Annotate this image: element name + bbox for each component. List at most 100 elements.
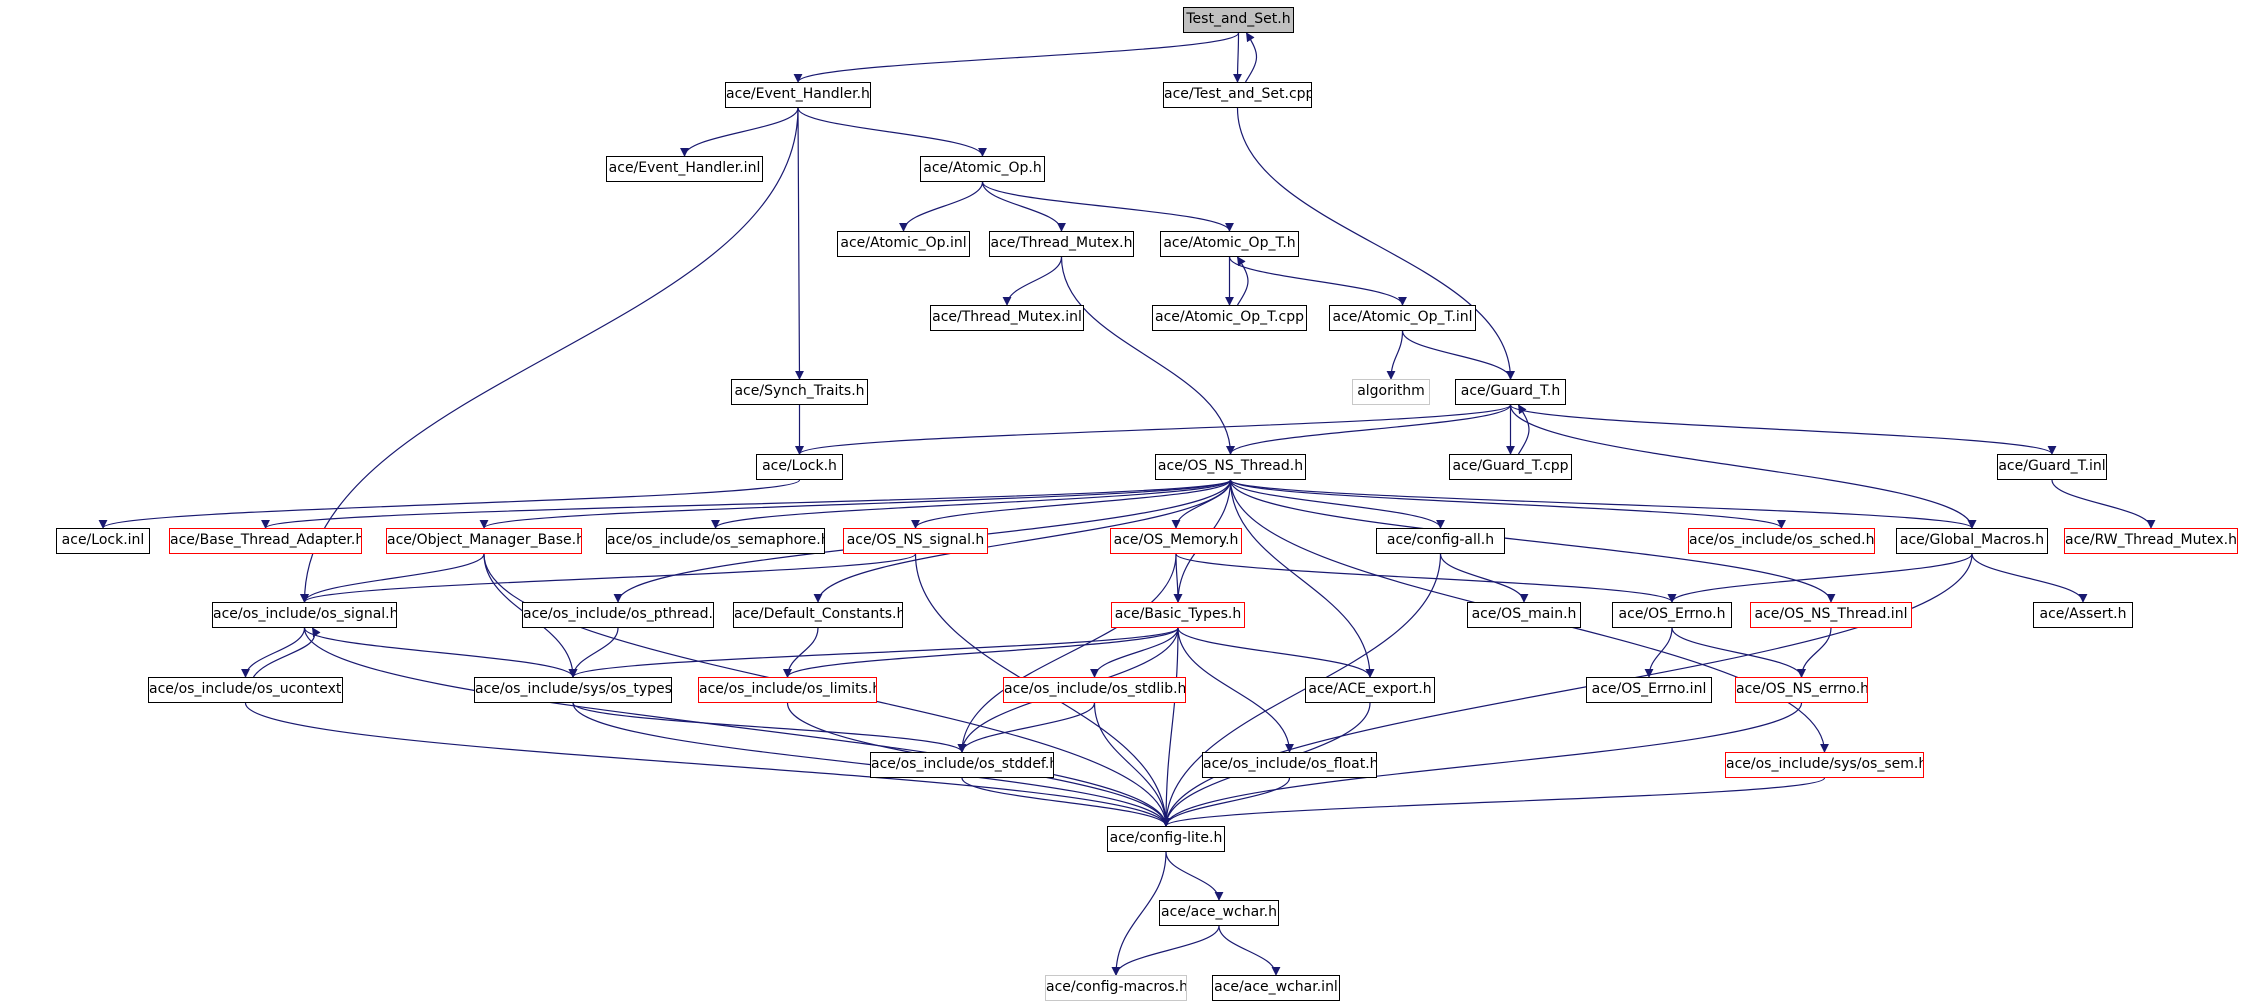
edge-os_memory_h-to-os_errno_h — [1175, 553, 1677, 603]
node-lock-h[interactable]: ace/Lock.h — [756, 454, 843, 480]
edge-os_stdlib_h-to-os_stddef_h — [957, 702, 1096, 753]
edge-guard_t_h-to-lock_h — [795, 404, 1512, 455]
edge-os_memory_h-to-os_stddef_h — [957, 553, 1177, 753]
node-os-ucontext-h[interactable]: ace/os_include/os_ucontext.h — [148, 677, 343, 703]
node-os-signal-h[interactable]: ace/os_include/os_signal.h — [212, 602, 397, 628]
node-os-stdlib-h[interactable]: ace/os_include/os_stdlib.h — [1003, 677, 1186, 703]
edge-atomic_op_t_cpp-to-atomic_op_t_h — [1236, 256, 1249, 306]
edge-atomic_op_h-to-thread_mutex_h — [981, 181, 1066, 232]
edge-config_lite_h-to-ace_wchar_h — [1165, 851, 1224, 901]
edge-atomic_op_t_inl-to-algorithm — [1386, 330, 1404, 380]
edge-os_types_h-to-os_stddef_h — [572, 702, 967, 753]
edge-os_ns_thread_h-to-base_thread_adapter_h — [261, 479, 1232, 529]
edge-basic_types_h-to-ace_export_h — [1177, 627, 1375, 678]
edge-basic_types_h-to-os_stdlib_h — [1090, 627, 1179, 678]
edge-os_ns_thread_h-to-default_constants_h — [813, 479, 1232, 603]
node-atomic-op-t-inl[interactable]: ace/Atomic_Op_T.inl — [1329, 305, 1476, 331]
edge-test_and_set_cpp-to-test_and_set_h — [1244, 32, 1258, 83]
node-os-errno-inl[interactable]: ace/OS_Errno.inl — [1586, 677, 1712, 703]
node-config-lite-h[interactable]: ace/config-lite.h — [1107, 826, 1225, 852]
edge-test_and_set_cpp-to-guard_t_h — [1236, 107, 1515, 380]
node-os-errno-h[interactable]: ace/OS_Errno.h — [1612, 602, 1732, 628]
node-os-sem-h[interactable]: ace/os_include/sys/os_sem.h — [1725, 752, 1924, 778]
node-os-sched-h[interactable]: ace/os_include/os_sched.h — [1688, 528, 1875, 554]
node-algorithm: algorithm — [1352, 379, 1430, 405]
edge-os_ns_errno_h-to-config_lite_h — [1161, 702, 1803, 827]
edge-os_types_h-to-config_lite_h — [572, 702, 1171, 827]
edge-event_handler_h-to-synch_traits_h — [794, 107, 804, 380]
edge-global_macros_h-to-assert_h — [1971, 553, 2088, 603]
edge-config_all_h-to-os_main_h — [1439, 553, 1529, 603]
edge-os_ns_signal_h-to-os_signal_h — [300, 553, 917, 603]
node-os-pthread-h[interactable]: ace/os_include/os_pthread.h — [522, 602, 714, 628]
node-ace-wchar-inl[interactable]: ace/ace_wchar.inl — [1212, 975, 1340, 1001]
node-atomic-op-h[interactable]: ace/Atomic_Op.h — [920, 156, 1045, 182]
node-os-memory-h[interactable]: ace/OS_Memory.h — [1110, 528, 1242, 554]
node-guard-t-inl[interactable]: ace/Guard_T.inl — [1997, 454, 2107, 480]
edge-os_memory_h-to-basic_types_h — [1173, 553, 1183, 603]
edge-os_ns_thread_h-to-os_ns_signal_h — [911, 479, 1232, 529]
edge-os_signal_h-to-config_lite_h — [303, 627, 1171, 827]
node-atomic-op-t-cpp[interactable]: ace/Atomic_Op_T.cpp — [1152, 305, 1307, 331]
node-os-limits-h[interactable]: ace/os_include/os_limits.h — [698, 677, 877, 703]
edge-os_ucontext_h-to-os_signal_h — [252, 627, 321, 678]
node-base-thread-adapter-h[interactable]: ace/Base_Thread_Adapter.h — [169, 528, 362, 554]
edge-thread_mutex_h-to-thread_mutex_inl — [1002, 256, 1063, 306]
node-atomic-op-t-h[interactable]: ace/Atomic_Op_T.h — [1160, 231, 1299, 257]
node-os-main-h[interactable]: ace/OS_main.h — [1467, 602, 1581, 628]
node-guard-t-cpp[interactable]: ace/Guard_T.cpp — [1449, 454, 1572, 480]
node-os-ns-thread-h[interactable]: ace/OS_NS_Thread.h — [1155, 454, 1306, 480]
node-test-and-set-cpp[interactable]: ace/Test_and_Set.cpp — [1163, 82, 1312, 108]
edge-event_handler_h-to-event_handler_inl — [680, 107, 799, 157]
node-ace-export-h[interactable]: ace/ACE_export.h — [1305, 677, 1435, 703]
node-thread-mutex-inl[interactable]: ace/Thread_Mutex.inl — [930, 305, 1084, 331]
edge-basic_types_h-to-os_float_h — [1177, 627, 1294, 753]
node-synch-traits-h[interactable]: ace/Synch_Traits.h — [731, 379, 868, 405]
edge-os_ns_thread_h-to-os_ns_thread_inl — [1229, 479, 1836, 603]
edge-atomic_op_h-to-atomic_op_t_h — [981, 181, 1234, 232]
edge-os_ns_thread_h-to-ace_export_h — [1229, 479, 1375, 678]
edge-lock_h-to-lock_inl — [98, 479, 801, 529]
edge-os_ns_thread_inl-to-os_ns_errno_h — [1797, 627, 1832, 678]
node-lock-inl[interactable]: ace/Lock.inl — [56, 528, 150, 554]
node-os-stddef-h[interactable]: ace/os_include/os_stddef.h — [870, 752, 1054, 778]
node-guard-t-h[interactable]: ace/Guard_T.h — [1455, 379, 1566, 405]
node-basic-types-h[interactable]: ace/Basic_Types.h — [1111, 602, 1245, 628]
node-os-ns-thread-inl[interactable]: ace/OS_NS_Thread.inl — [1750, 602, 1912, 628]
node-thread-mutex-h[interactable]: ace/Thread_Mutex.h — [989, 231, 1134, 257]
node-rw-thread-mutex-h[interactable]: ace/RW_Thread_Mutex.h — [2064, 528, 2238, 554]
edge-config_all_h-to-config_lite_h — [1161, 553, 1442, 827]
node-config-all-h[interactable]: ace/config-all.h — [1376, 528, 1505, 554]
edge-os_errno_h-to-os_ns_errno_h — [1671, 627, 1806, 678]
edge-test_and_set_h-to-event_handler_h — [793, 32, 1240, 83]
node-os-float-h[interactable]: ace/os_include/os_float.h — [1202, 752, 1377, 778]
node-event-handler-inl[interactable]: ace/Event_Handler.inl — [606, 156, 763, 182]
edge-basic_types_h-to-os_limits_h — [783, 627, 1179, 678]
edge-os_signal_h-to-os_ucontext_h — [241, 627, 306, 678]
node-event-handler-h[interactable]: ace/Event_Handler.h — [725, 82, 871, 108]
node-atomic-op-inl[interactable]: ace/Atomic_Op.inl — [837, 231, 970, 257]
edge-object_manager_base_h-to-os_signal_h — [300, 553, 485, 603]
node-os-types-h[interactable]: ace/os_include/sys/os_types.h — [474, 677, 672, 703]
node-ace-wchar-h[interactable]: ace/ace_wchar.h — [1159, 900, 1279, 926]
edge-basic_types_h-to-os_types_h — [568, 627, 1179, 678]
edge-thread_mutex_h-to-os_ns_thread_h — [1060, 256, 1235, 455]
edge-basic_types_h-to-config_lite_h — [1161, 627, 1179, 827]
node-object-manager-base-h[interactable]: ace/Object_Manager_Base.h — [386, 528, 582, 554]
edge-os_errno_h-to-os_errno_inl — [1644, 627, 1673, 678]
node-default-constants-h[interactable]: ace/Default_Constants.h — [733, 602, 903, 628]
edge-guard_t_h-to-guard_t_inl — [1509, 404, 2057, 455]
node-global-macros-h[interactable]: ace/Global_Macros.h — [1896, 528, 2048, 554]
edge-config_lite_h-to-config_macros_h — [1111, 851, 1167, 976]
edge-atomic_op_h-to-atomic_op_inl — [899, 181, 984, 232]
edge-atomic_op_t_h-to-atomic_op_t_inl — [1228, 256, 1407, 306]
edge-atomic_op_t_inl-to-guard_t_h — [1401, 330, 1515, 380]
node-assert-h[interactable]: ace/Assert.h — [2033, 602, 2133, 628]
node-os-semaphore-h[interactable]: ace/os_include/os_semaphore.h — [606, 528, 825, 554]
node-os-ns-errno-h[interactable]: ace/OS_NS_errno.h — [1735, 677, 1868, 703]
edge-os_float_h-to-config_lite_h — [1161, 777, 1291, 827]
edge-guard_t_h-to-os_ns_thread_h — [1226, 404, 1512, 455]
node-os-ns-signal-h[interactable]: ace/OS_NS_signal.h — [843, 528, 988, 554]
